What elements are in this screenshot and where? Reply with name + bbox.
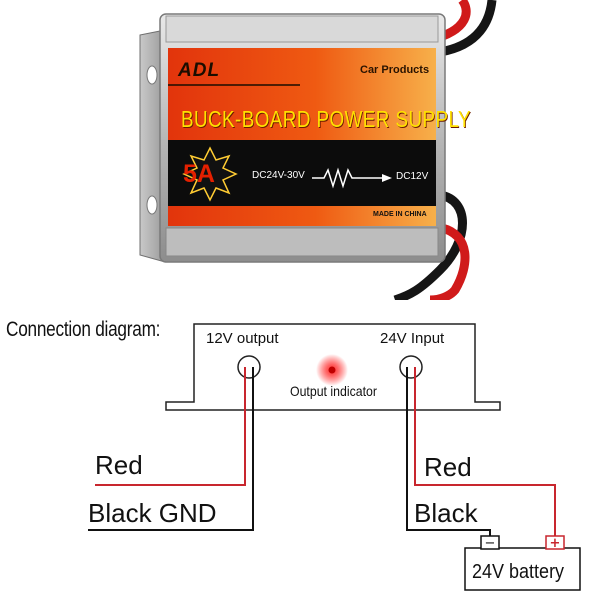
- connection-diagram-title: Connection diagram:: [6, 318, 161, 341]
- output-red-wire: [95, 367, 246, 486]
- input-black-label: Black: [414, 498, 478, 528]
- input-red-wire: [414, 367, 556, 545]
- top-black-wire: [439, 0, 497, 57]
- indicator-label: Output indicator: [290, 383, 377, 399]
- battery-body: [464, 547, 581, 591]
- output-port: [237, 355, 261, 379]
- amperage-starburst: [182, 146, 238, 202]
- battery-positive-terminal: [545, 535, 565, 550]
- input-range: DC24V-30V: [252, 170, 305, 181]
- output-black-label: Black GND: [88, 498, 217, 528]
- origin-label: MADE IN CHINA: [373, 211, 427, 218]
- power-supply-device: [139, 0, 497, 300]
- battery-negative-symbol: −: [485, 536, 496, 551]
- input-port: [399, 355, 423, 379]
- battery-negative-terminal: [480, 535, 500, 550]
- conversion-arrow: [312, 167, 382, 189]
- input-port-label: 24V Input: [380, 330, 445, 347]
- battery-label: 24V battery: [472, 561, 565, 583]
- output-red-label: Red: [95, 450, 143, 480]
- module-outline: [165, 323, 501, 411]
- output-indicator-led: [328, 366, 336, 374]
- output-black-wire: [88, 367, 254, 531]
- device-tagline: Car Products: [360, 64, 430, 76]
- device-title: BUCK-BOARD POWER SUPPLY: [181, 106, 471, 132]
- bottom-black-wire: [393, 190, 467, 300]
- brand-logo: ADL: [178, 60, 221, 81]
- current-rating: 5A: [183, 160, 215, 188]
- output-voltage: DC12V: [396, 171, 429, 182]
- bottom-red-wire: [429, 223, 470, 300]
- input-red-label: Red: [424, 452, 472, 482]
- battery-positive-symbol: +: [550, 536, 561, 551]
- output-port-label: 12V output: [206, 330, 279, 347]
